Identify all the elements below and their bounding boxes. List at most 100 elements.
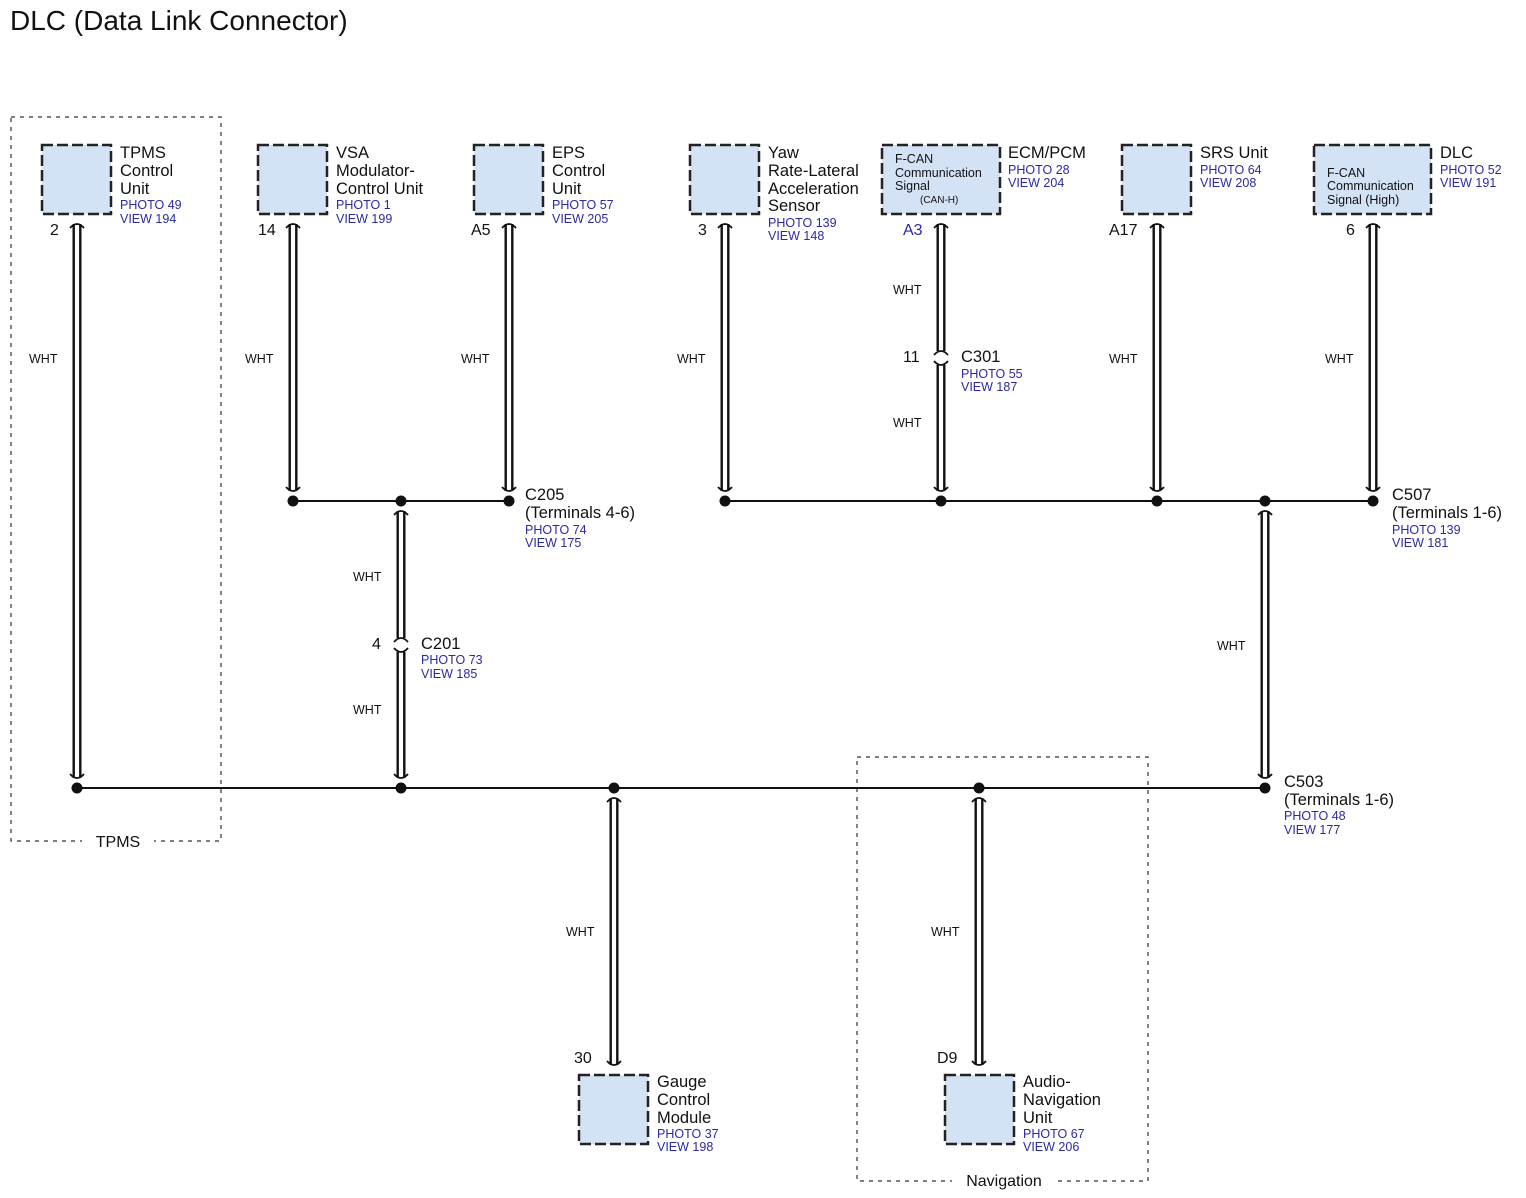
srs-name-1: SRS Unit (1200, 144, 1268, 162)
tpms-pin: 2 (50, 222, 59, 239)
dlc-label: DLC PHOTO 52 VIEW 191 (1440, 144, 1502, 190)
wire-color-c507-c503: WHT (1217, 639, 1246, 653)
wire-color-dlc: WHT (1325, 352, 1354, 366)
c503-label: C503 (Terminals 1-6) PHOTO 48 VIEW 177 (1284, 773, 1394, 837)
dlc-inner-line-1: F-CAN (1327, 166, 1365, 180)
tpms-name-2: Control (120, 162, 173, 180)
gauge-view-ref: VIEW 198 (657, 1140, 713, 1154)
navigation-zone-label: Navigation (966, 1173, 1042, 1190)
tpms-name-1: TPMS (120, 144, 166, 162)
wire-color-ecm-lower: WHT (893, 416, 922, 430)
audio-name-2: Navigation (1023, 1091, 1101, 1109)
c503-photo-ref: PHOTO 48 (1284, 809, 1346, 823)
splice-dots (71, 495, 1379, 794)
wire-color-gauge: WHT (566, 925, 595, 939)
ecm-pcm-box (880, 143, 1002, 216)
vsa-name-1: VSA (336, 144, 369, 162)
c503-terminals: (Terminals 1-6) (1284, 791, 1394, 809)
wire-color-tpms: WHT (29, 352, 58, 366)
dlc-name-1: DLC (1440, 144, 1473, 162)
c507-view-ref: VIEW 181 (1392, 536, 1448, 550)
ecm-pin: A3 (903, 222, 923, 239)
navigation-zone (856, 756, 1149, 1182)
tpms-label: TPMS Control Unit PHOTO 49 VIEW 194 (120, 144, 182, 226)
gauge-name-1: Gauge (657, 1073, 707, 1091)
c301-photo-ref: PHOTO 55 (961, 367, 1023, 381)
wire-color-yaw: WHT (677, 352, 706, 366)
c507-photo-ref: PHOTO 139 (1392, 523, 1461, 537)
dlc-view-ref: VIEW 191 (1440, 176, 1496, 190)
yaw-name-1: Yaw (768, 144, 799, 162)
wire-color-audio: WHT (931, 925, 960, 939)
tpms-name-3: Unit (120, 180, 150, 198)
tpms-view-ref: VIEW 194 (120, 212, 176, 226)
c205-label: C205 (Terminals 4-6) PHOTO 74 VIEW 175 (525, 486, 635, 550)
audio-view-ref: VIEW 206 (1023, 1140, 1079, 1154)
dlc-inner-line-3: Signal (High) (1327, 193, 1399, 207)
wires (72, 224, 1378, 1065)
ecm-inner-line-4: (CAN-H) (920, 195, 958, 206)
yaw-pin: 3 (698, 222, 707, 239)
eps-pin: A5 (471, 222, 491, 239)
audio-name-3: Unit (1023, 1109, 1053, 1127)
audio-photo-ref: PHOTO 67 (1023, 1127, 1085, 1141)
yaw-name-3: Acceleration (768, 180, 859, 198)
wire-color-eps: WHT (461, 352, 490, 366)
c205-view-ref: VIEW 175 (525, 536, 581, 550)
vsa-pin: 14 (258, 222, 276, 239)
srs-view-ref: VIEW 208 (1200, 176, 1256, 190)
gauge-name-2: Control (657, 1091, 710, 1109)
vsa-name-2: Modulator- (336, 162, 415, 180)
c205-terminals: (Terminals 4-6) (525, 504, 635, 522)
ecm-inner-line-2: Communication (895, 166, 982, 180)
navigation-zone-label-gap (952, 1171, 1057, 1193)
dlc-pin: 6 (1346, 222, 1355, 239)
tpms-control-unit-box (40, 143, 113, 216)
eps-photo-ref: PHOTO 57 (552, 198, 614, 212)
gauge-control-module-box (577, 1073, 650, 1146)
c205-name: C205 (525, 486, 564, 504)
yaw-view-ref: VIEW 148 (768, 229, 824, 243)
c201-name: C201 (421, 635, 460, 653)
ecm-inner-line-1: F-CAN (895, 152, 933, 166)
yaw-name-4: Sensor (768, 197, 821, 215)
vsa-view-ref: VIEW 199 (336, 212, 392, 226)
tpms-zone-label-gap (82, 832, 154, 852)
vsa-photo-ref: PHOTO 1 (336, 198, 391, 212)
srs-unit-box (1120, 143, 1193, 216)
ecm-photo-ref: PHOTO 28 (1008, 163, 1070, 177)
tpms-zone (10, 116, 222, 842)
dlc-photo-ref: PHOTO 52 (1440, 163, 1502, 177)
eps-view-ref: VIEW 205 (552, 212, 608, 226)
c201-pin: 4 (372, 636, 381, 653)
yaw-name-2: Rate-Lateral (768, 162, 859, 180)
c507-terminals: (Terminals 1-6) (1392, 504, 1502, 522)
c205-photo-ref: PHOTO 74 (525, 523, 587, 537)
c503-name: C503 (1284, 773, 1323, 791)
ecm-view-ref: VIEW 204 (1008, 176, 1064, 190)
audio-navigation-unit-box (943, 1073, 1016, 1146)
c301-label: 11 C301 PHOTO 55 VIEW 187 (903, 348, 1023, 394)
audio-pin: D9 (937, 1050, 958, 1067)
vsa-name-3: Control Unit (336, 180, 424, 198)
ecm-name-1: ECM/PCM (1008, 144, 1086, 162)
gauge-photo-ref: PHOTO 37 (657, 1127, 719, 1141)
c201-label: 4 C201 PHOTO 73 VIEW 185 (372, 635, 483, 681)
eps-label: EPS Control Unit PHOTO 57 VIEW 205 (552, 144, 614, 226)
dlc-box (1312, 143, 1433, 216)
gauge-pin: 30 (574, 1050, 592, 1067)
c301-name: C301 (961, 348, 1000, 366)
c507-label: C507 (Terminals 1-6) PHOTO 139 VIEW 181 (1392, 486, 1502, 550)
vsa-modulator-box (256, 143, 329, 216)
wire-color-c201-upper: WHT (353, 570, 382, 584)
dlc-inner-line-2: Communication (1327, 179, 1414, 193)
vsa-label: VSA Modulator- Control Unit PHOTO 1 VIEW… (336, 144, 424, 226)
eps-name-1: EPS (552, 144, 585, 162)
yaw-photo-ref: PHOTO 139 (768, 216, 837, 230)
ecm-label: ECM/PCM PHOTO 28 VIEW 204 (1008, 144, 1086, 190)
eps-name-3: Unit (552, 180, 582, 198)
yaw-rate-sensor-box (688, 143, 761, 216)
gauge-name-3: Module (657, 1109, 711, 1127)
c301-view-ref: VIEW 187 (961, 380, 1017, 394)
